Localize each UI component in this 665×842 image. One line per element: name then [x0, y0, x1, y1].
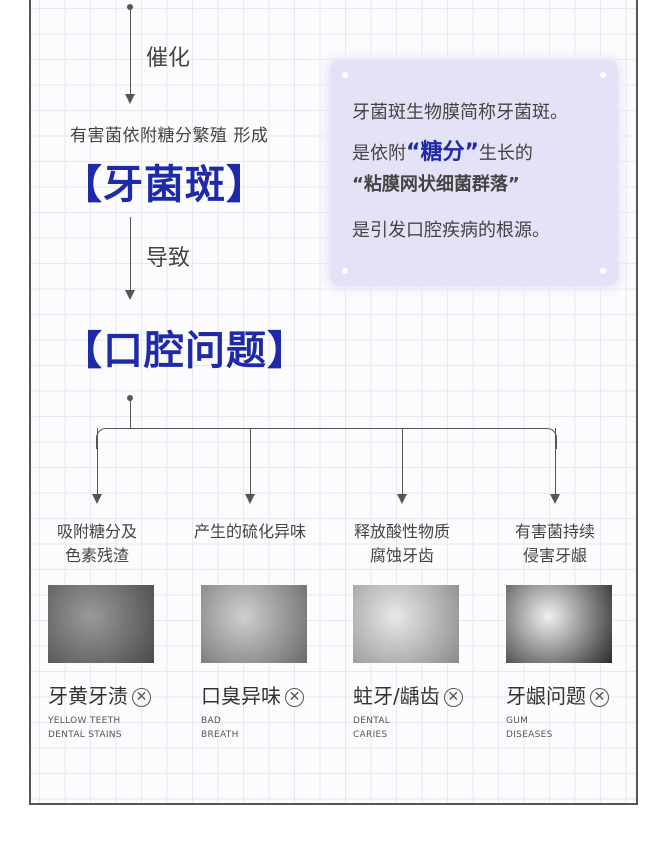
problem-title-text: 牙龈问题: [506, 684, 586, 708]
branch-line: [249, 428, 251, 496]
info-line-2-pre: 是依附: [352, 143, 406, 164]
pin-icon: [342, 72, 348, 78]
problem-english: BAD BREATH: [201, 714, 239, 742]
problem-photo: [506, 585, 612, 663]
info-line-4: 是引发口腔疾病的根源。: [352, 220, 550, 241]
problem-title: 口臭异味✕: [201, 680, 304, 709]
problem-photo: [353, 585, 459, 663]
arrow-down-icon: [125, 290, 135, 300]
english-line-2: CARIES: [353, 730, 388, 740]
problem-english: YELLOW TEETH DENTAL STAINS: [48, 714, 122, 742]
problem-title-text: 蛀牙/龋齿: [353, 684, 440, 708]
problem-cause: 吸附糖分及色素残渣: [32, 520, 162, 568]
info-line-3: “粘膜网状细菌群落”: [352, 174, 520, 195]
arrow-down-icon: [550, 494, 560, 504]
english-line-2: DENTAL STAINS: [48, 730, 122, 740]
arrow-down-icon: [397, 494, 407, 504]
problem-title: 牙黄牙渍✕: [48, 680, 151, 709]
pin-icon: [342, 268, 348, 274]
arrow-down-icon: [125, 94, 135, 104]
cause-line-1: 释放酸性物质: [353, 522, 450, 541]
x-circle-icon: ✕: [443, 688, 463, 707]
info-line-2-post: 生长的: [478, 143, 533, 164]
branch-line: [401, 428, 403, 496]
branch-line: [96, 428, 98, 496]
problem-english: GUM DISEASES: [506, 714, 553, 742]
cause-line-1: 有害菌持续: [514, 522, 595, 541]
x-circle-icon: ✕: [132, 688, 151, 707]
english-line-1: YELLOW TEETH: [48, 716, 121, 726]
branch-stem: [129, 398, 131, 429]
info-card: 牙菌斑生物膜简称牙菌斑。 是依附“糖分”生长的 “粘膜网状细菌群落” 是引发口腔…: [330, 60, 618, 286]
flow-line: [129, 6, 131, 94]
cause-line-2: 侵害牙龈: [522, 546, 587, 565]
branch-line: [554, 428, 556, 496]
english-line-1: DENTAL: [353, 716, 391, 726]
arrow-down-icon: [92, 494, 102, 504]
step-catalyze-label: 催化: [146, 46, 191, 71]
info-line-2: 是依附“糖分”生长的: [352, 134, 533, 166]
english-line-1: GUM: [506, 716, 529, 726]
plaque-title: 【牙菌斑】: [62, 162, 267, 208]
x-circle-icon: ✕: [285, 688, 304, 707]
cause-line-2: 色素残渣: [64, 546, 129, 565]
problem-cause: 产生的硫化异味: [185, 520, 315, 544]
problem-cause: 有害菌持续侵害牙龈: [490, 520, 620, 568]
problem-cause: 释放酸性物质腐蚀牙齿: [337, 520, 467, 568]
problem-photo: [201, 585, 307, 663]
problem-title: 蛀牙/龋齿✕: [353, 680, 463, 709]
problem-title-text: 牙黄牙渍: [48, 684, 128, 708]
step-cause-label: 导致: [146, 246, 191, 271]
oral-problems-title: 【口腔问题】: [62, 328, 308, 374]
english-line-1: BAD: [201, 716, 222, 726]
x-circle-icon: ✕: [590, 688, 609, 707]
info-highlight-sugar: “糖分”: [406, 140, 479, 165]
problem-title: 牙龈问题✕: [506, 680, 609, 709]
pin-icon: [600, 268, 606, 274]
problem-photo: [48, 585, 154, 663]
flow-line: [129, 217, 131, 290]
arrow-down-icon: [245, 494, 255, 504]
cause-line-1: 产生的硫化异味: [193, 522, 306, 541]
problem-title-text: 口臭异味: [201, 684, 281, 708]
form-text: 有害菌依附糖分繁殖 形成: [70, 126, 269, 146]
info-line-1: 牙菌斑生物膜简称牙菌斑。: [352, 102, 568, 123]
problem-english: DENTAL CARIES: [353, 714, 390, 742]
english-line-2: DISEASES: [506, 730, 553, 740]
cause-line-2: 腐蚀牙齿: [369, 546, 434, 565]
pin-icon: [600, 72, 606, 78]
cause-line-1: 吸附糖分及: [56, 522, 137, 541]
english-line-2: BREATH: [201, 730, 239, 740]
branch-connector: [96, 428, 557, 449]
